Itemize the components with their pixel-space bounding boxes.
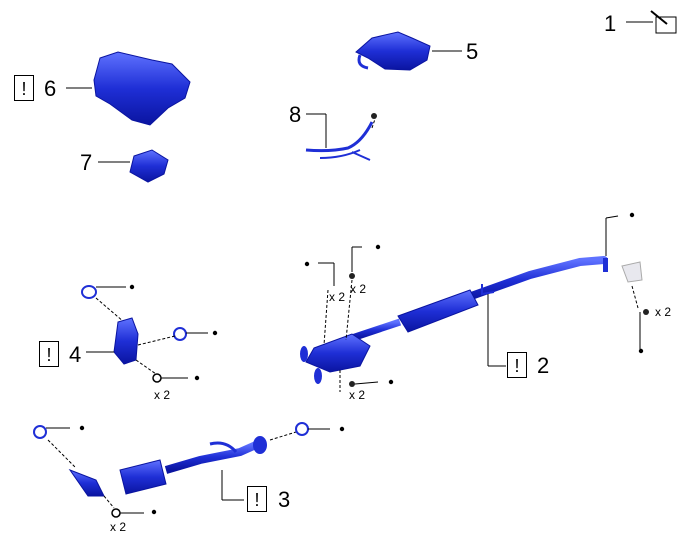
quantity-label-bolt-b: x 2 <box>350 282 367 296</box>
callout-6: 6 <box>44 76 57 101</box>
quantity-label-nut-f: x 2 <box>110 520 127 534</box>
part-6-heat-insulator-cover <box>66 51 191 126</box>
callout-4: 4 <box>69 342 82 367</box>
callout-5: 5 <box>466 39 479 64</box>
warning-icon-2: ! <box>507 352 527 378</box>
callout-8: 8 <box>289 102 302 127</box>
callout-1: 1 <box>604 11 617 36</box>
quantity-label-bolt-c: x 2 <box>349 388 366 402</box>
part-4-support-bracket <box>81 285 208 383</box>
quantity-label-nut-e: x 2 <box>154 388 171 402</box>
callout-2: 2 <box>537 353 550 378</box>
spec-dots <box>79 212 644 515</box>
warning-icon-6: ! <box>14 75 34 101</box>
quantity-label-bolt-d: x 2 <box>655 305 672 319</box>
part-5-bracket <box>355 31 462 71</box>
warning-icon-3: ! <box>247 486 267 512</box>
warning-icon-4: ! <box>39 341 59 367</box>
part-8-wire-harness <box>305 113 377 161</box>
tail-pipe-joint <box>603 215 649 350</box>
callout-3: 3 <box>278 487 291 512</box>
part-3-front-exhaust-pipe <box>33 422 330 518</box>
part-7-insulator <box>98 149 169 183</box>
callout-7: 7 <box>80 150 93 175</box>
quantity-label-bolt-a: x 2 <box>329 290 346 304</box>
part-1-tag-icon <box>626 10 677 34</box>
part-2-exhaust-pipe-assembly <box>300 246 608 392</box>
